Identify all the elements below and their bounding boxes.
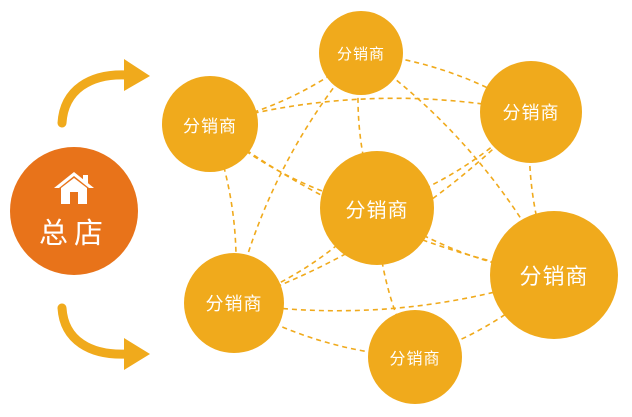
distributor-node: 分销商: [162, 76, 258, 172]
distributor-node: 分销商: [319, 11, 403, 95]
distributor-label: 分销商: [205, 294, 263, 315]
distributor-label: 分销商: [519, 265, 589, 290]
distributor-label: 分销商: [345, 197, 409, 222]
distributor-node: 分销商: [368, 310, 462, 404]
headquarters-label: 总店: [38, 216, 109, 250]
arrow-down-right-icon: [57, 303, 150, 370]
distributor-node: 分销商: [320, 151, 434, 265]
distributor-node: 分销商: [490, 211, 618, 339]
arrow-up-right-icon: [57, 59, 150, 128]
distributor-node: 分销商: [480, 61, 582, 163]
distributor-node: 分销商: [184, 253, 284, 353]
distributor-label: 分销商: [336, 44, 385, 63]
distributor-label: 分销商: [502, 103, 560, 124]
house-icon: [54, 172, 94, 204]
distributor-label: 分销商: [389, 349, 441, 368]
headquarters-node: 总店: [10, 147, 138, 275]
distributor-label: 分销商: [183, 116, 237, 137]
